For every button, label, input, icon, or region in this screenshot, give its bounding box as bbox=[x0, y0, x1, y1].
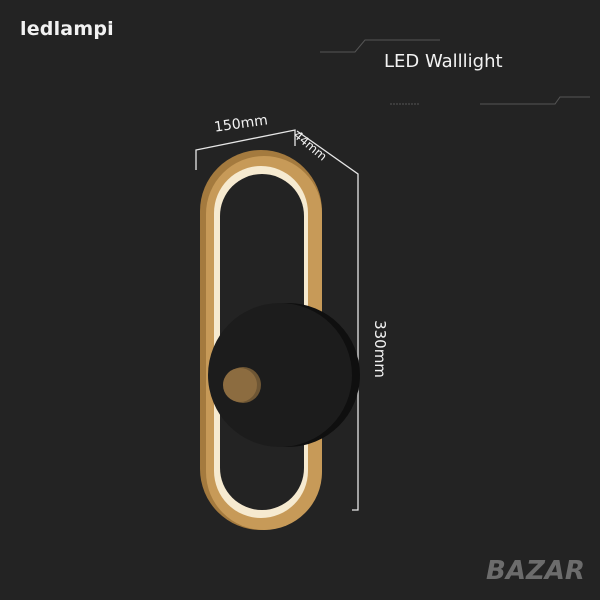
product-title: LED Walllight bbox=[384, 51, 503, 72]
dimension-lines bbox=[195, 129, 359, 511]
lamp bbox=[200, 150, 360, 530]
decorative-lines bbox=[320, 39, 590, 105]
brand-logo: ledlampi bbox=[20, 18, 114, 40]
height-dimension: 330mm bbox=[371, 320, 389, 378]
watermark: BAZAR bbox=[486, 556, 585, 586]
